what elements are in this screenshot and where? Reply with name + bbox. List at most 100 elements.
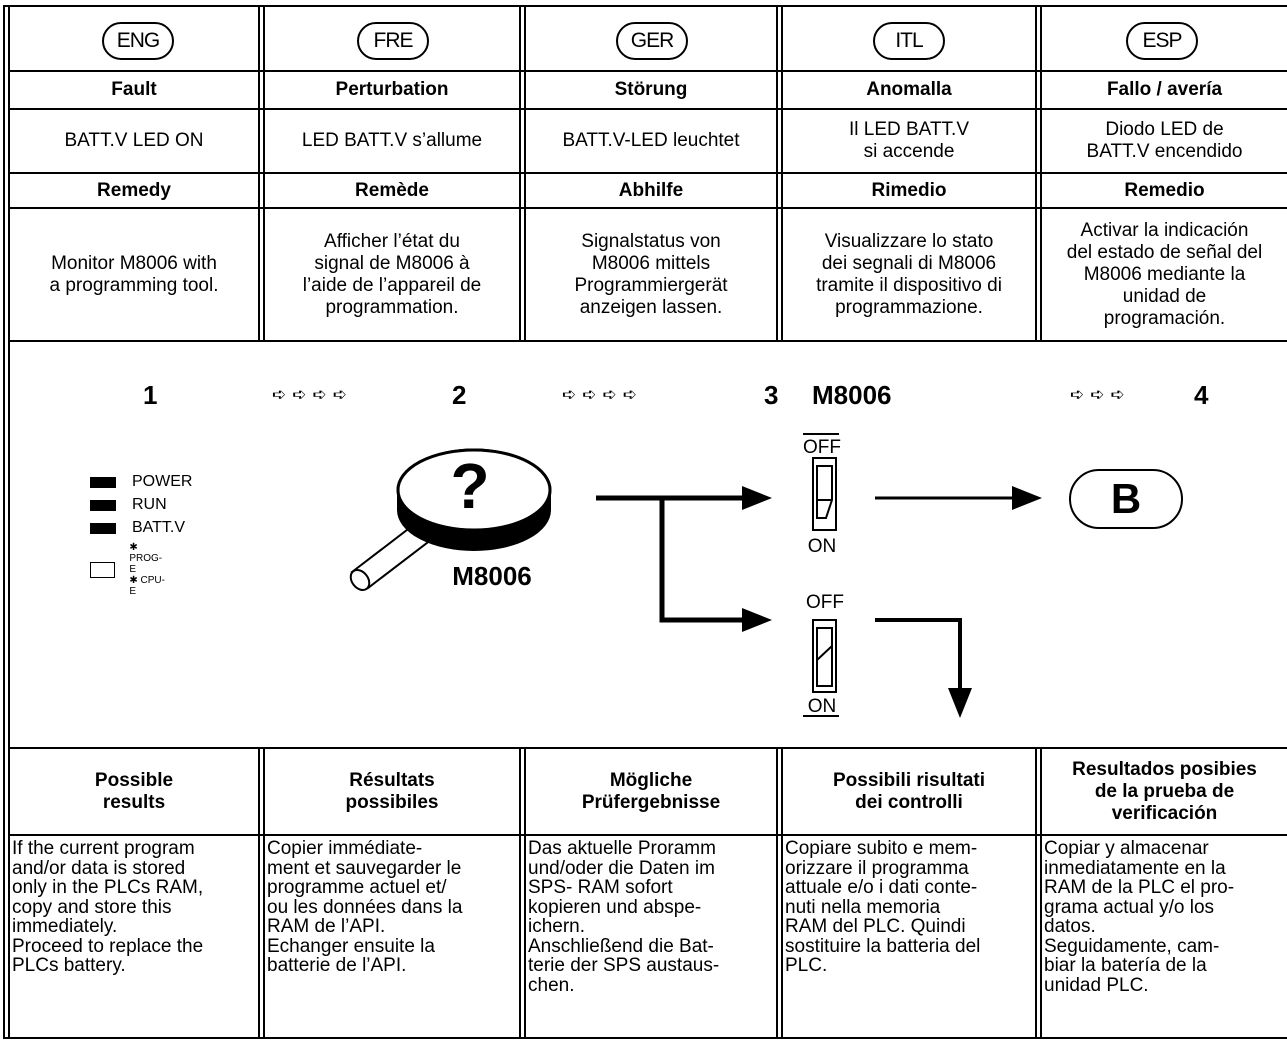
remedy-text-fre: Afficher l’état du signal de M8006 à l’a… bbox=[265, 209, 519, 340]
led-power: POWER bbox=[90, 473, 192, 491]
results-line: terie der SPS austaus- bbox=[528, 955, 720, 976]
remedy-line: dei segnali di M8006 bbox=[821, 252, 997, 274]
row-line-4 bbox=[8, 207, 1287, 209]
led-indicator bbox=[90, 522, 116, 534]
result-b-label: B bbox=[1111, 475, 1141, 522]
results-line: SPS- RAM sofort bbox=[528, 877, 673, 898]
magnifier-icon: ? bbox=[349, 448, 552, 591]
results-label-line: Prüfergebnisse bbox=[581, 791, 721, 813]
col-line-1a bbox=[258, 5, 260, 342]
results-line: sostituire la batteria del bbox=[785, 935, 981, 957]
fault-label-text: Anomalla bbox=[866, 79, 952, 100]
remedy-line: programmazione. bbox=[835, 296, 983, 318]
results-line: ichern. bbox=[528, 916, 586, 937]
arrows-step-3-4: ➪➪➪ bbox=[1070, 385, 1131, 404]
col-line-2b bbox=[524, 5, 526, 342]
results-line: unidad PLC. bbox=[1044, 974, 1149, 996]
results-line: PLC. bbox=[785, 955, 828, 976]
results-text-itl: Copiare subito e mem- orizzare il progra… bbox=[785, 839, 1035, 976]
remedy-text-eng: Monitor M8006 with a programming tool. bbox=[10, 209, 258, 340]
fault-line: BATT.V encendido bbox=[1086, 141, 1243, 162]
results-line: Copiare subito e mem- bbox=[785, 838, 978, 859]
fault-label-text: Störung bbox=[614, 79, 688, 100]
lang-badge-fre: FRE bbox=[357, 22, 429, 60]
results-label-line: Resultados posibies bbox=[1072, 758, 1257, 780]
fault-text-ger: BATT.V-LED leuchtet bbox=[526, 110, 776, 172]
results-line: copy and store this bbox=[12, 896, 172, 918]
remedy-line: signal de M8006 à bbox=[314, 252, 470, 274]
remedy-line: tramite il dispositivo di bbox=[816, 274, 1002, 296]
results-label-line: Possibili risultati bbox=[832, 769, 986, 791]
remedy-line: Programmiergerät bbox=[574, 274, 728, 296]
col-line-4a bbox=[1035, 5, 1037, 342]
col-line-3a-bottom bbox=[776, 747, 778, 1039]
results-line: ment et sauvegarder le bbox=[267, 857, 462, 879]
remedy-line: programación. bbox=[1103, 307, 1226, 329]
col-line-2b-bottom bbox=[524, 747, 526, 1039]
results-line: Copier immédiate- bbox=[267, 838, 423, 859]
results-line: immediately. bbox=[12, 916, 118, 937]
led-battv: BATT.V bbox=[90, 519, 185, 537]
fault-label-fre: Perturbation bbox=[265, 72, 519, 108]
col-line-1a-bottom bbox=[258, 747, 260, 1039]
led-label: POWER bbox=[132, 473, 193, 490]
led-prog-cpu: ✱ PROG-E ✱ CPU-E bbox=[90, 542, 169, 597]
lang-badge-itl: ITL bbox=[873, 22, 945, 60]
remedy-text-ger: Signalstatus von M8006 mittels Programmi… bbox=[526, 209, 776, 340]
results-line: If the current program bbox=[12, 838, 195, 859]
switch-off-icon bbox=[803, 433, 839, 531]
results-line: RAM de la PLC el pro- bbox=[1044, 877, 1235, 898]
remedy-line: M8006 mittels bbox=[591, 252, 711, 274]
border-left-inner bbox=[8, 5, 10, 1039]
led-label: RUN bbox=[132, 496, 167, 513]
remedy-text-itl: Visualizzare lo stato dei segnali di M80… bbox=[783, 209, 1035, 340]
col-line-1b bbox=[263, 5, 265, 342]
result-b-badge: B bbox=[1069, 469, 1183, 529]
remedy-line: programmation. bbox=[325, 296, 459, 318]
fault-label-itl: Anomalla bbox=[783, 72, 1035, 108]
col-line-2a-bottom bbox=[519, 747, 521, 1039]
results-line: programme actuel et/ bbox=[267, 877, 447, 898]
branch-arrows bbox=[596, 486, 1042, 718]
results-label-line: results bbox=[102, 791, 166, 813]
lang-code: FRE bbox=[373, 29, 414, 52]
results-text-ger: Das aktuelle Proramm und/oder die Daten … bbox=[528, 839, 776, 995]
results-label-line: possibiles bbox=[345, 791, 439, 813]
results-line: attuale e/o i dati conte- bbox=[785, 877, 978, 898]
switch-top-off-label: OFF bbox=[803, 437, 841, 458]
results-line: orizzare il programma bbox=[785, 857, 969, 879]
switch-on-icon bbox=[803, 619, 839, 717]
results-label-line: de la prueba de bbox=[1094, 780, 1235, 802]
arrows-step-2-3: ➪➪➪➪ bbox=[562, 385, 643, 404]
remedy-line: Signalstatus von bbox=[581, 230, 721, 252]
results-line: PLCs battery. bbox=[12, 955, 126, 976]
border-bottom bbox=[3, 1037, 1287, 1039]
remedy-text-esp: Activar la indicación del estado de seña… bbox=[1042, 209, 1287, 340]
remedy-label-fre: Remède bbox=[265, 174, 519, 207]
lang-badge-esp: ESP bbox=[1126, 22, 1198, 60]
results-line: Proceed to replace the bbox=[12, 935, 204, 957]
lang-code: GER bbox=[630, 29, 675, 52]
flash-icon: ✱ bbox=[129, 575, 138, 586]
col-line-2a bbox=[519, 5, 521, 342]
results-line: and/or data is stored bbox=[12, 857, 186, 879]
led-cpu-label: CPU-E bbox=[129, 575, 165, 597]
results-label-line: Possible bbox=[94, 769, 174, 791]
results-text-eng: If the current program and/or data is st… bbox=[12, 839, 258, 976]
remedy-label-eng: Remedy bbox=[10, 174, 258, 207]
fault-label-text: Fallo / avería bbox=[1106, 79, 1223, 100]
results-line: RAM de l’API. bbox=[267, 916, 386, 937]
step-3-number: 3 bbox=[764, 380, 779, 410]
remedy-line: Activar la indicación bbox=[1080, 219, 1249, 241]
col-line-3a bbox=[776, 5, 778, 342]
results-label-line: verificación bbox=[1111, 802, 1218, 824]
fault-text-fre: LED BATT.V s’allume bbox=[265, 110, 519, 172]
led-prog-label: PROG-E bbox=[129, 553, 163, 575]
